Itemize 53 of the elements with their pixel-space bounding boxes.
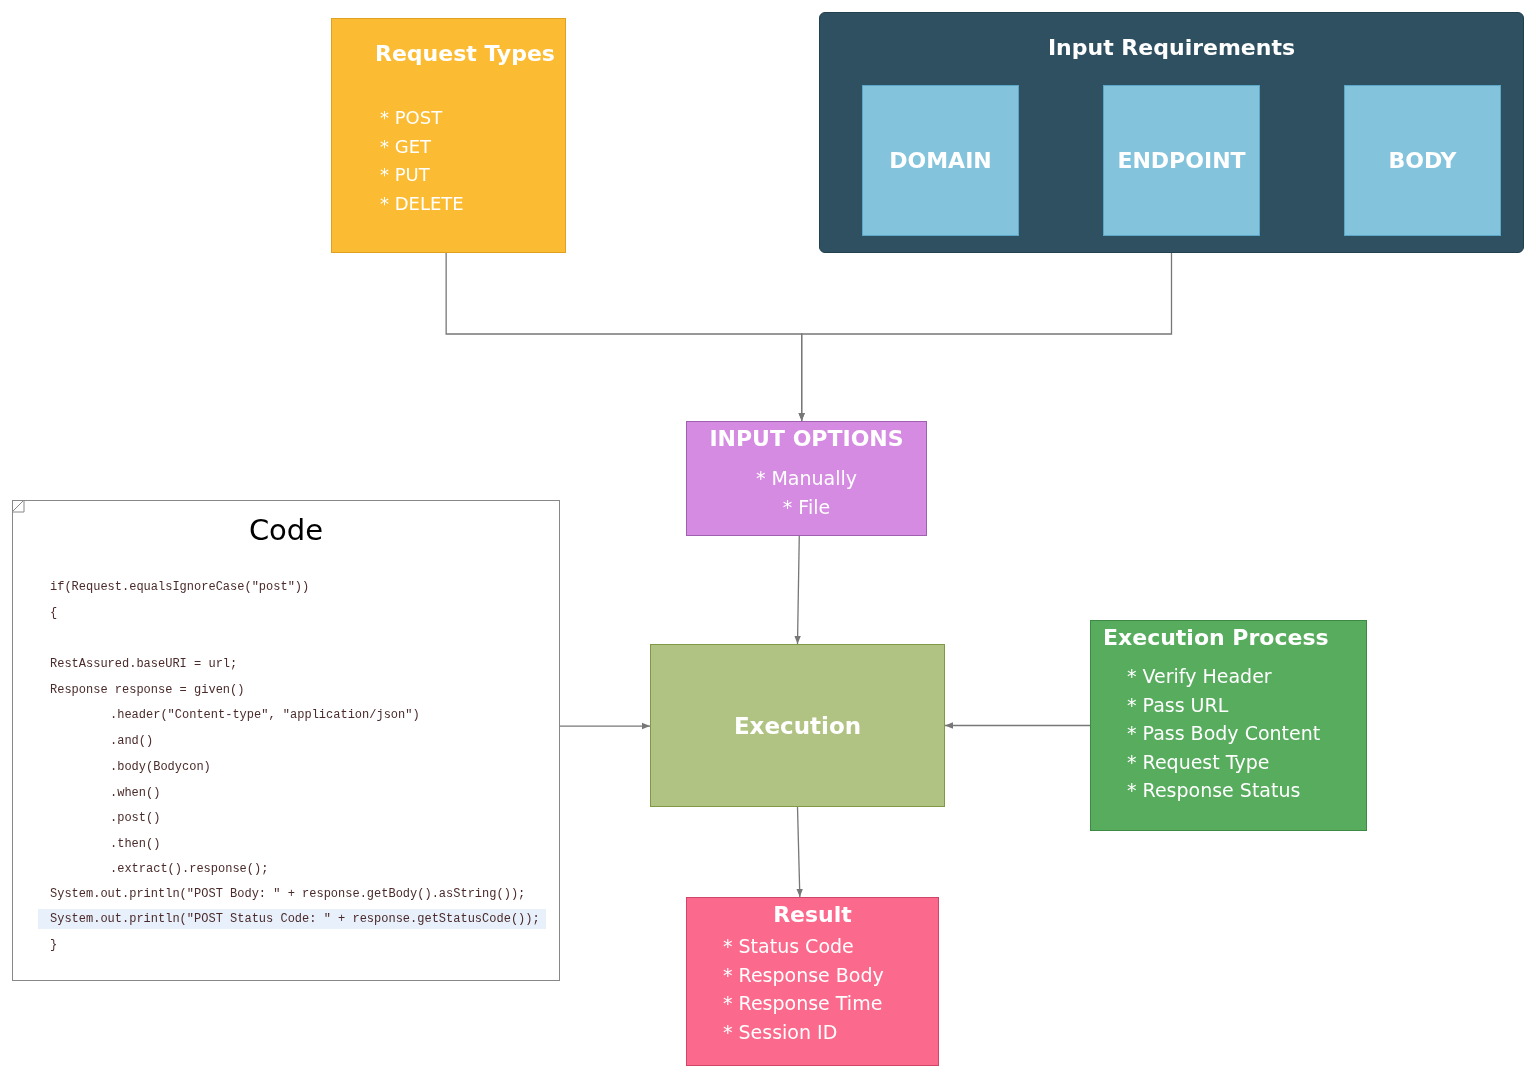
code-line: .when()	[110, 785, 161, 802]
list-item: * DELETE	[380, 192, 464, 214]
result-box	[686, 897, 939, 1066]
box-label: DOMAIN	[889, 148, 992, 173]
list-item: * Response Body	[723, 963, 884, 986]
list-item: * Response Time	[723, 992, 883, 1014]
arrow	[944, 722, 1091, 729]
code-line: .then()	[110, 836, 161, 853]
code-line: .header("Content-type", "application/json")	[110, 707, 420, 724]
arrow	[794, 535, 801, 645]
box-heading: Result	[772, 902, 853, 927]
code-line: .post()	[110, 810, 161, 827]
list-item: * POST	[380, 107, 443, 128]
list-item: * Verify Header	[1127, 665, 1272, 687]
input-requirements-panel	[819, 12, 1524, 253]
list-item: * Response Status	[1127, 779, 1301, 801]
body-box	[1344, 85, 1501, 236]
code-line: RestAssured.baseURI = url;	[50, 656, 238, 673]
code-line: .and()	[110, 733, 154, 750]
panel-heading: Input Requirements	[1046, 35, 1297, 60]
request-types-box	[331, 18, 566, 253]
list-item: * PUT	[380, 164, 430, 185]
arrow	[796, 806, 803, 898]
code-line: {	[50, 605, 58, 622]
list-item: * File	[781, 495, 832, 518]
endpoint-box	[1103, 85, 1260, 236]
list-item: * Session ID	[723, 1020, 838, 1043]
code-heading: Code	[247, 513, 325, 547]
code-line: .body(Bodycon)	[110, 759, 211, 776]
box-label: BODY	[1388, 148, 1457, 173]
code-line: System.out.println("POST Body: " + response.getBody().asString());	[50, 886, 526, 903]
box-heading: Execution Process	[1103, 625, 1329, 650]
list-item: * GET	[380, 135, 432, 157]
code-line: .extract().response();	[110, 861, 269, 878]
execution-box	[650, 644, 945, 807]
code-line: Response response = given()	[50, 682, 245, 699]
code-line: }	[50, 937, 58, 954]
list-item: * Request Type	[1127, 750, 1270, 773]
code-line: if(Request.equalsIgnoreCase("post"))	[50, 579, 310, 596]
arrow	[559, 722, 651, 730]
box-heading: INPUT OPTIONS	[708, 426, 905, 451]
execution-process-box	[1090, 620, 1367, 831]
input-options-box	[686, 421, 927, 536]
box-heading: Request Types	[375, 41, 555, 66]
box-label: Execution	[733, 712, 862, 739]
domain-box	[862, 85, 1019, 236]
box-label: ENDPOINT	[1117, 148, 1246, 173]
list-item: * Pass Body Content	[1127, 722, 1321, 744]
code-note	[12, 500, 560, 981]
list-item: * Manually	[754, 467, 859, 489]
arrow	[798, 252, 1173, 422]
list-item: * Pass URL	[1127, 693, 1229, 716]
list-item: * Status Code	[723, 935, 854, 957]
